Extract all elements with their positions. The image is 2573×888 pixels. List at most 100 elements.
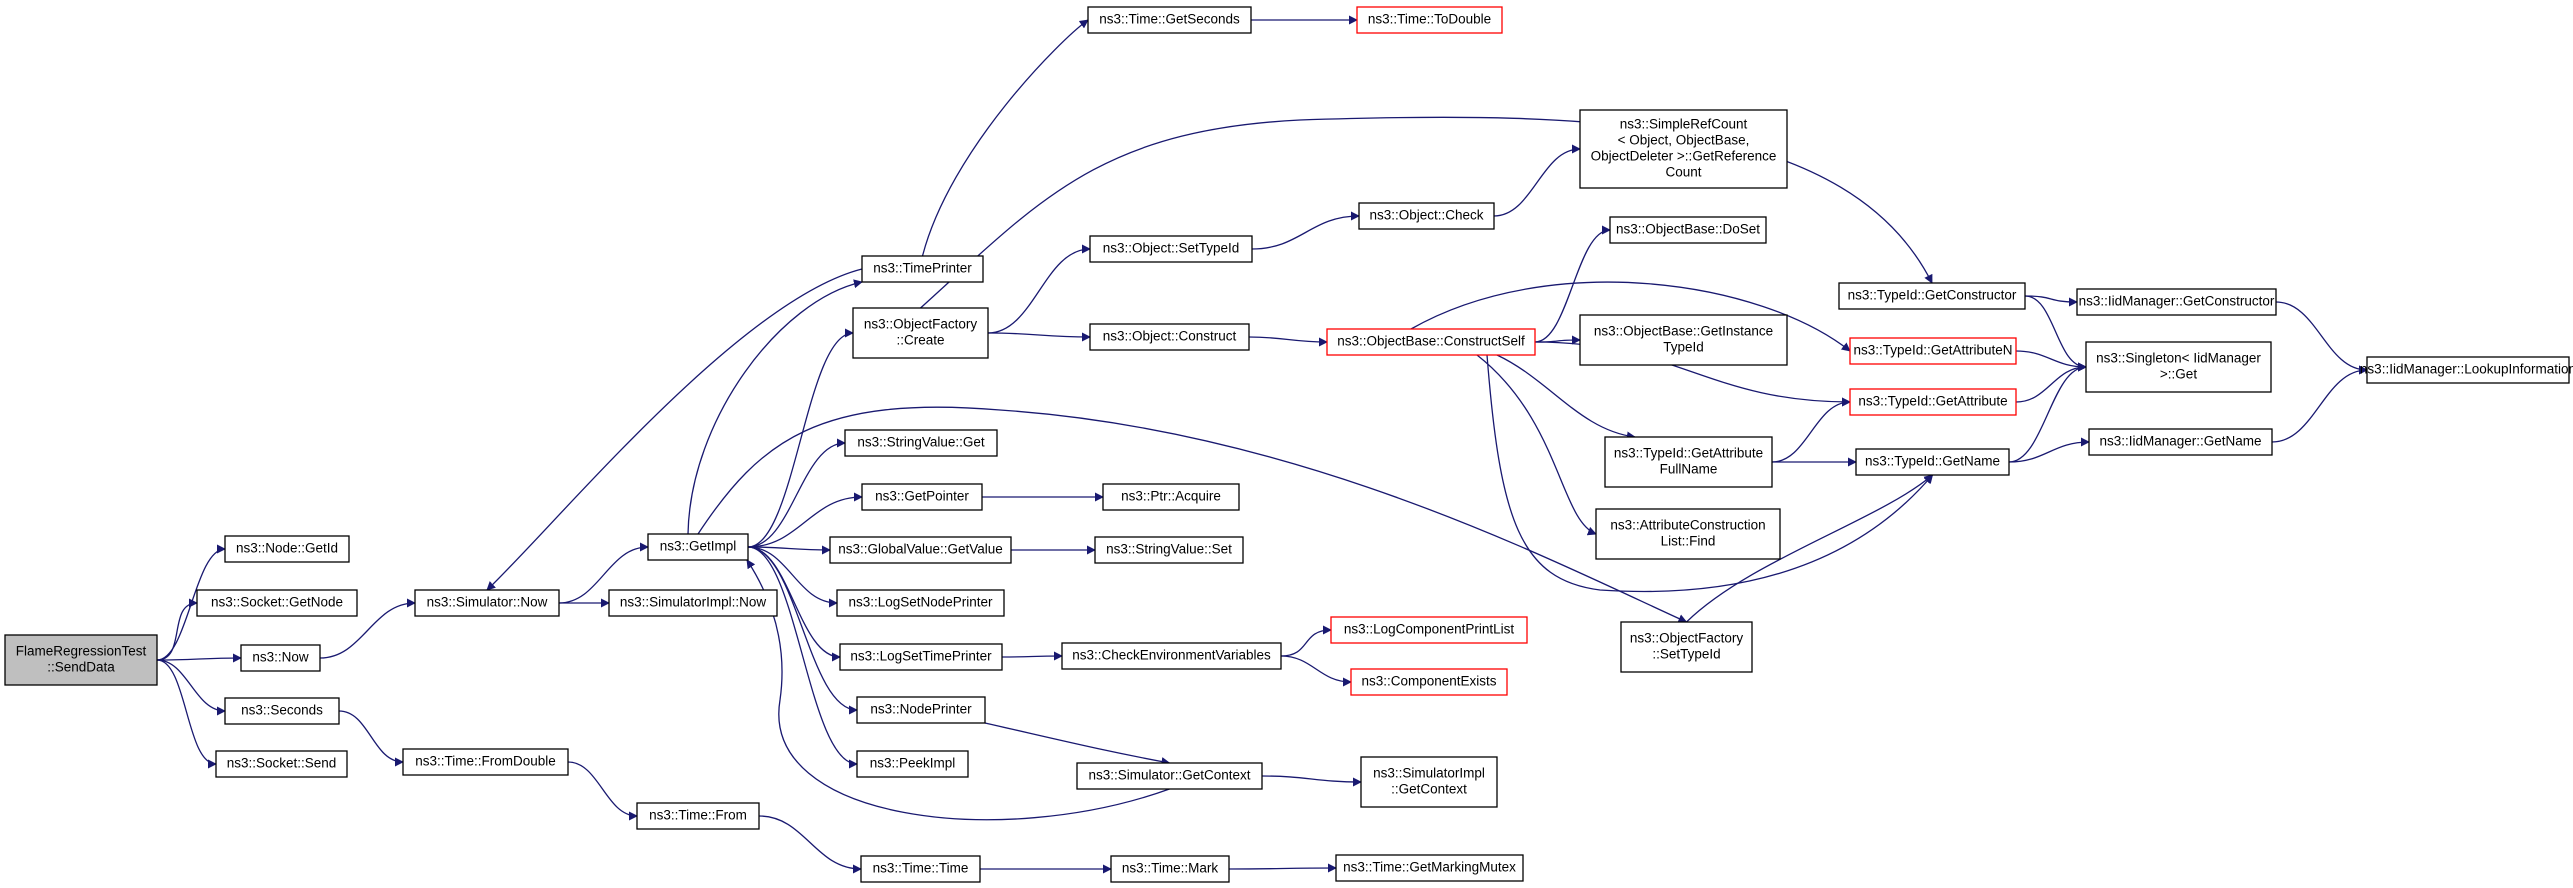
node-peekImpl[interactable]: ns3::PeekImpl [856, 750, 969, 778]
node-simulatorNow[interactable]: ns3::Simulator::Now [414, 589, 560, 617]
node-box[interactable] [1087, 6, 1252, 34]
node-box[interactable] [2088, 428, 2273, 456]
node-singletonGet[interactable]: ns3::Singleton< IidManager >::Get [2085, 341, 2272, 393]
node-box[interactable] [1110, 855, 1230, 883]
node-simpleRefCount[interactable]: ns3::SimpleRefCount< Object, ObjectBase,… [1579, 109, 1788, 189]
node-box[interactable] [860, 855, 981, 883]
node-box[interactable] [414, 589, 560, 617]
node-box[interactable] [1595, 508, 1781, 560]
node-box[interactable] [402, 748, 569, 776]
node-timeToDouble[interactable]: ns3::Time::ToDouble [1356, 6, 1503, 34]
node-box[interactable] [2366, 356, 2570, 384]
node-box[interactable] [224, 535, 350, 563]
node-stringValueGet[interactable]: ns3::StringValue::Get [844, 429, 998, 457]
node-ptrAcquire[interactable]: ns3::Ptr::Acquire [1102, 483, 1240, 511]
node-box[interactable] [1102, 483, 1240, 511]
node-iidGetConstructor[interactable]: ns3::IidManager::GetConstructor [2076, 288, 2277, 316]
node-box[interactable] [1356, 6, 1503, 34]
node-box[interactable] [844, 429, 998, 457]
node-box[interactable] [1330, 616, 1528, 644]
node-typeIdGetConstructor[interactable]: ns3::TypeId::GetConstructor [1838, 282, 2026, 310]
node-box[interactable] [861, 483, 983, 511]
node-box[interactable] [215, 750, 348, 778]
node-objFactoryCreate[interactable]: ns3::ObjectFactory::Create [852, 307, 989, 359]
node-timeGetMarkingMutex[interactable]: ns3::Time::GetMarkingMutex [1335, 854, 1524, 882]
node-box[interactable] [1350, 668, 1508, 696]
node-root[interactable]: FlameRegressionTest::SendData [4, 634, 158, 686]
node-box[interactable] [852, 307, 989, 359]
node-objectCheck[interactable]: ns3::Object::Check [1358, 202, 1495, 230]
node-timePrinter[interactable]: ns3::TimePrinter [861, 255, 984, 283]
node-objectConstruct[interactable]: ns3::Object::Construct [1089, 323, 1250, 351]
node-box[interactable] [4, 634, 158, 686]
node-box[interactable] [1360, 756, 1498, 808]
node-box[interactable] [1849, 388, 2017, 416]
node-box[interactable] [240, 644, 321, 672]
node-box[interactable] [1335, 854, 1524, 882]
node-box[interactable] [1849, 337, 2017, 365]
node-timeMark[interactable]: ns3::Time::Mark [1110, 855, 1230, 883]
node-box[interactable] [856, 750, 969, 778]
node-logSetNodePrinter[interactable]: ns3::LogSetNodePrinter [836, 589, 1005, 617]
node-logSetTimePrinter[interactable]: ns3::LogSetTimePrinter [839, 643, 1003, 671]
node-iidLookupInformation[interactable]: ns3::IidManager::LookupInformation [2360, 356, 2573, 384]
node-componentExists[interactable]: ns3::ComponentExists [1350, 668, 1508, 696]
node-box[interactable] [1609, 216, 1767, 244]
node-globalValueGetValue[interactable]: ns3::GlobalValue::GetValue [829, 536, 1012, 564]
node-box[interactable] [1838, 282, 2026, 310]
node-timeFromDouble[interactable]: ns3::Time::FromDouble [402, 748, 569, 776]
node-objFactorySetTypeId[interactable]: ns3::ObjectFactory::SetTypeId [1620, 621, 1753, 673]
node-logComponentPrintList[interactable]: ns3::LogComponentPrintList [1330, 616, 1528, 644]
node-box[interactable] [861, 255, 984, 283]
node-box[interactable] [1620, 621, 1753, 673]
node-box[interactable] [856, 696, 986, 724]
node-getImpl[interactable]: ns3::GetImpl [647, 533, 749, 561]
node-box[interactable] [2085, 341, 2272, 393]
node-box[interactable] [1604, 436, 1773, 488]
node-box[interactable] [1358, 202, 1495, 230]
node-typeIdGetAttributeN[interactable]: ns3::TypeId::GetAttributeN [1849, 337, 2017, 365]
node-box[interactable] [1089, 235, 1253, 263]
node-seconds[interactable]: ns3::Seconds [224, 697, 340, 725]
node-box[interactable] [829, 536, 1012, 564]
node-now[interactable]: ns3::Now [240, 644, 321, 672]
node-iidGetName[interactable]: ns3::IidManager::GetName [2088, 428, 2273, 456]
node-box[interactable] [224, 697, 340, 725]
node-box[interactable] [636, 802, 760, 830]
node-box[interactable] [1855, 448, 2010, 476]
node-box[interactable] [1094, 536, 1244, 564]
node-box[interactable] [2076, 288, 2277, 316]
node-box[interactable] [1089, 323, 1250, 351]
node-box[interactable] [1326, 328, 1536, 356]
node-nodeGetId[interactable]: ns3::Node::GetId [224, 535, 350, 563]
node-typeIdGetName[interactable]: ns3::TypeId::GetName [1855, 448, 2010, 476]
node-box[interactable] [1061, 642, 1282, 670]
node-checkEnvVars[interactable]: ns3::CheckEnvironmentVariables [1061, 642, 1282, 670]
node-nodePrinter[interactable]: ns3::NodePrinter [856, 696, 986, 724]
node-timeFrom[interactable]: ns3::Time::From [636, 802, 760, 830]
node-box[interactable] [839, 643, 1003, 671]
node-objectSetTypeId[interactable]: ns3::Object::SetTypeId [1089, 235, 1253, 263]
node-box[interactable] [196, 589, 358, 617]
node-getPointer[interactable]: ns3::GetPointer [861, 483, 983, 511]
node-box[interactable] [1076, 762, 1263, 790]
node-simulatorGetContext[interactable]: ns3::Simulator::GetContext [1076, 762, 1263, 790]
node-constructSelf[interactable]: ns3::ObjectBase::ConstructSelf [1326, 328, 1536, 356]
node-typeIdGetAttribute[interactable]: ns3::TypeId::GetAttribute [1849, 388, 2017, 416]
node-stringValueSet[interactable]: ns3::StringValue::Set [1094, 536, 1244, 564]
node-box[interactable] [1579, 314, 1788, 366]
node-box[interactable] [1579, 109, 1788, 189]
node-timeGetSeconds[interactable]: ns3::Time::GetSeconds [1087, 6, 1252, 34]
node-simImplGetContext[interactable]: ns3::SimulatorImpl::GetContext [1360, 756, 1498, 808]
node-timeTime[interactable]: ns3::Time::Time [860, 855, 981, 883]
node-socketSend[interactable]: ns3::Socket::Send [215, 750, 348, 778]
node-simImplNow[interactable]: ns3::SimulatorImpl::Now [608, 589, 778, 617]
node-box[interactable] [608, 589, 778, 617]
node-objectBaseDoSet[interactable]: ns3::ObjectBase::DoSet [1609, 216, 1767, 244]
node-socketGetNode[interactable]: ns3::Socket::GetNode [196, 589, 358, 617]
node-box[interactable] [836, 589, 1005, 617]
node-box[interactable] [647, 533, 749, 561]
